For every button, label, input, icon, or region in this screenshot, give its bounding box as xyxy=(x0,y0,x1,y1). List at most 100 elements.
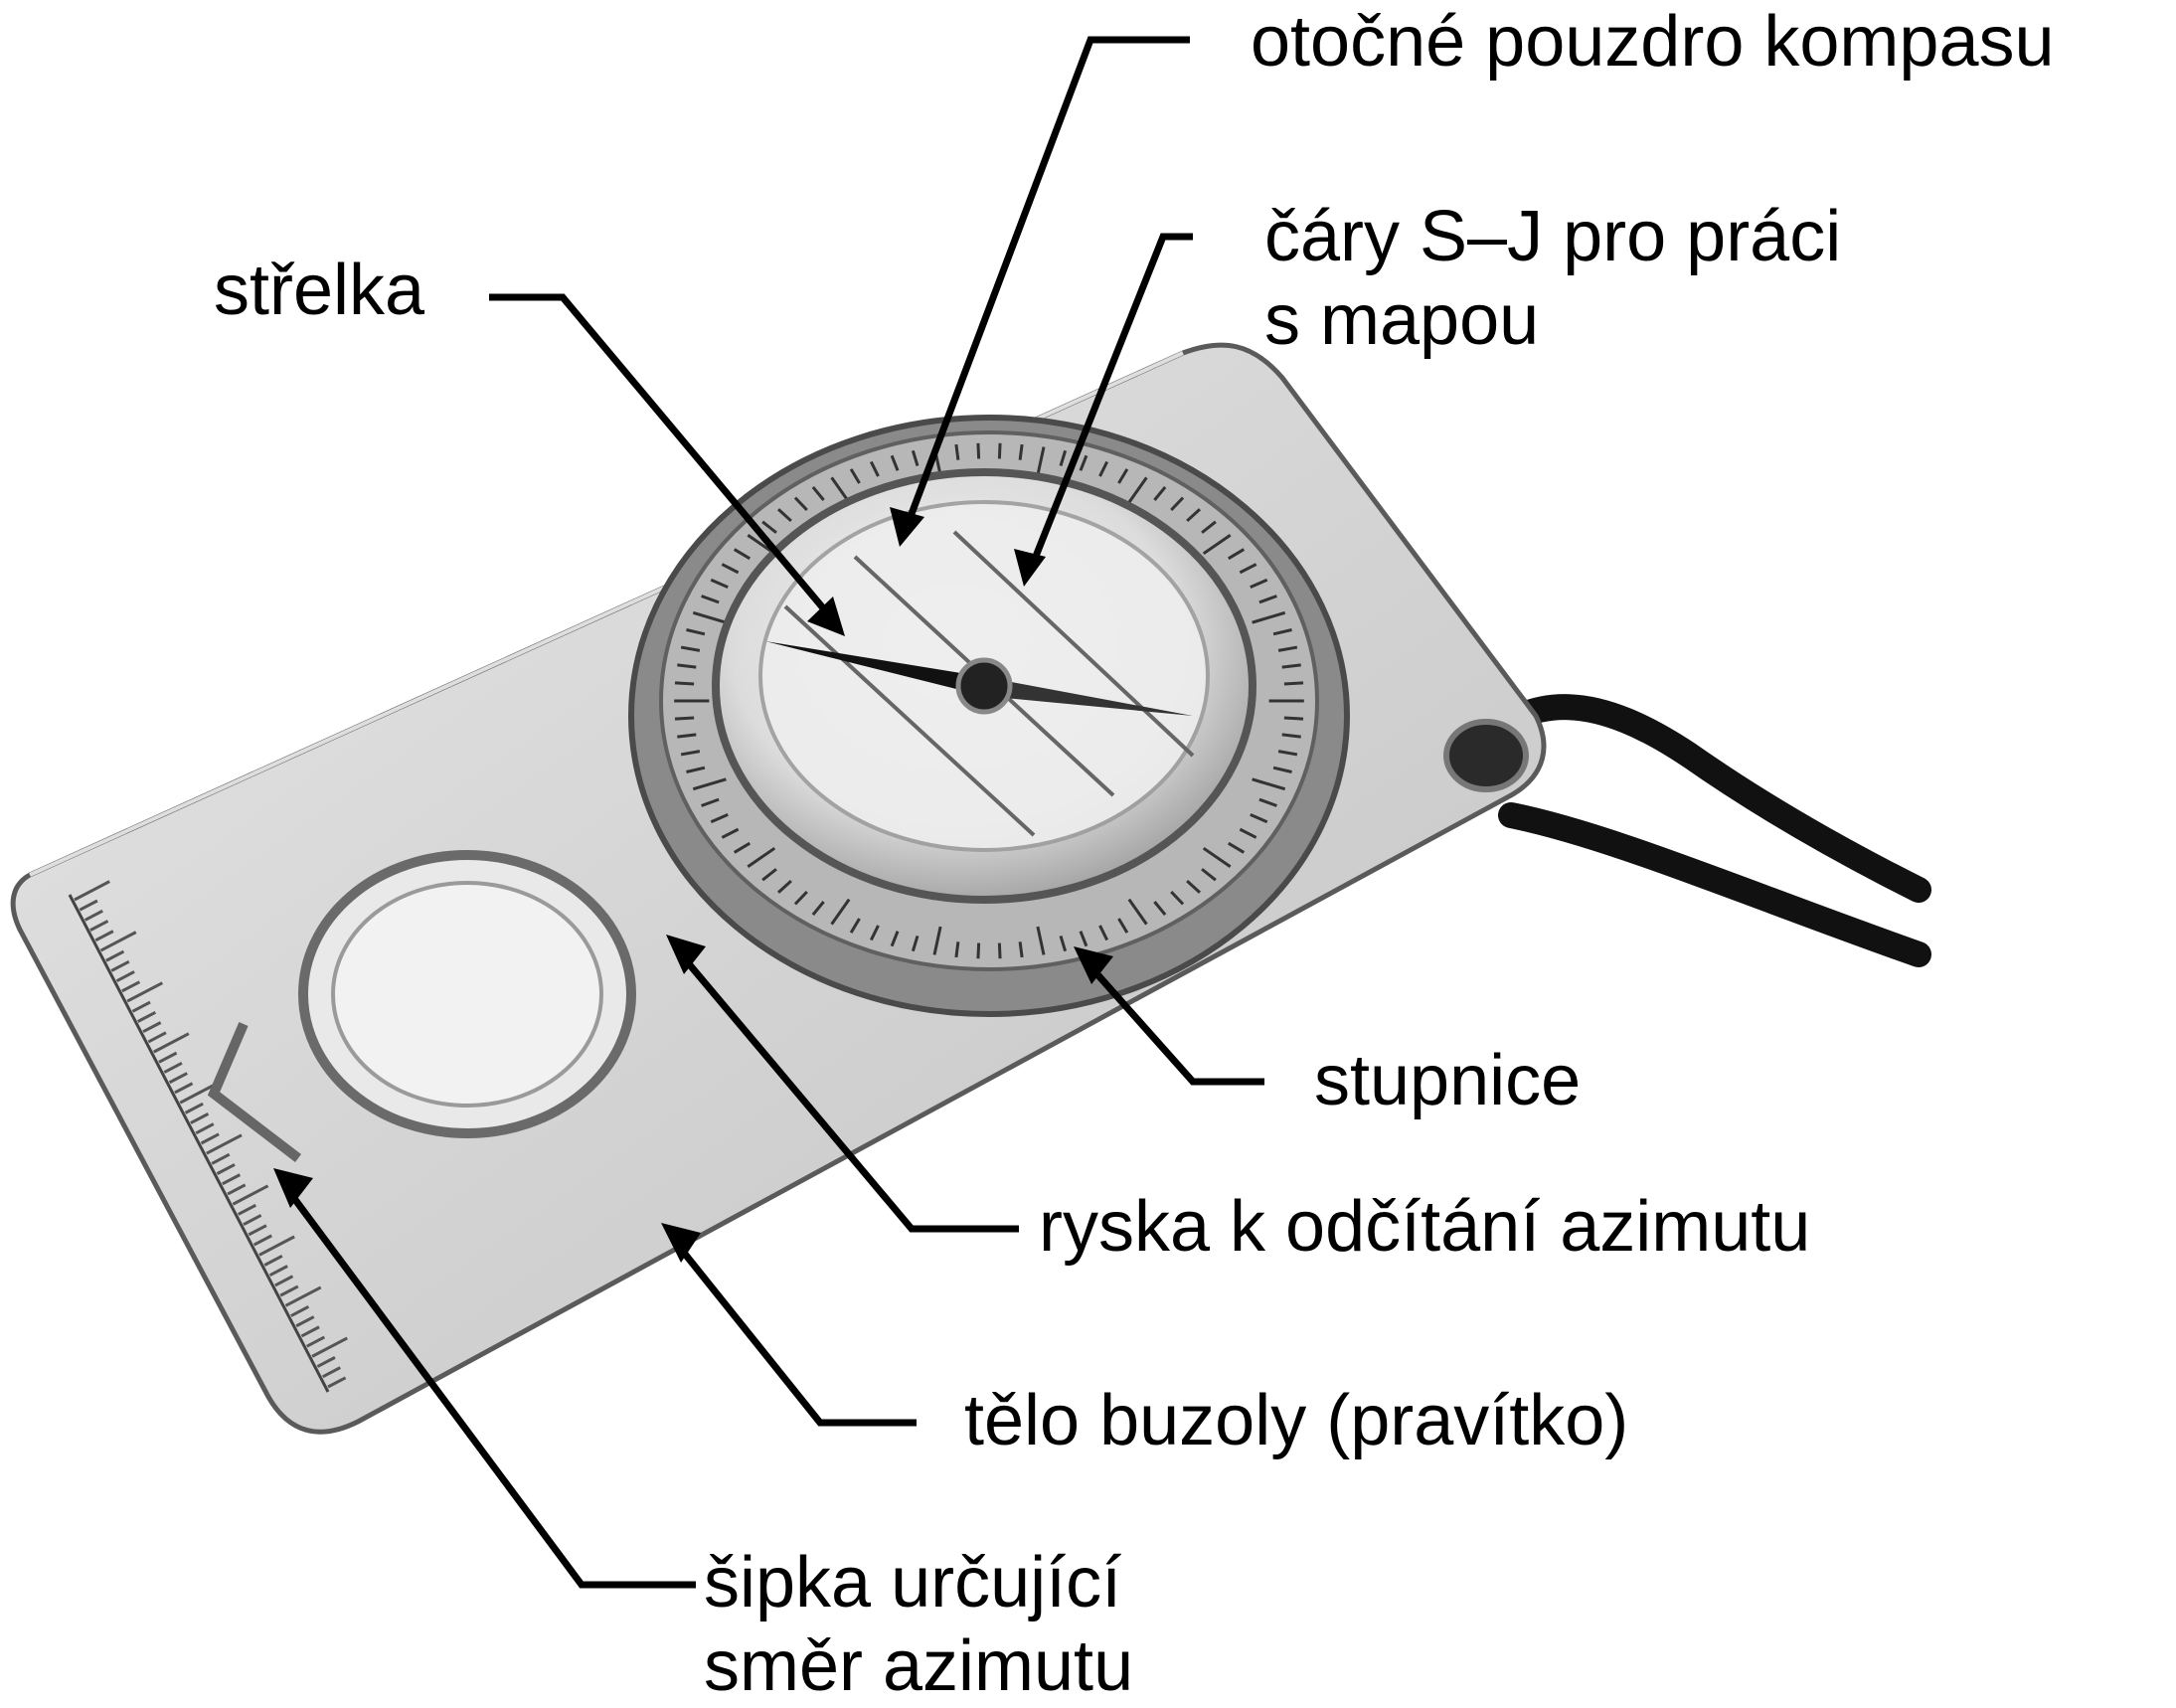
ruler-tick xyxy=(137,1010,157,1023)
ruler-tick xyxy=(216,1163,236,1175)
bezel-tick xyxy=(674,716,695,721)
bezel-tick xyxy=(997,942,1002,959)
ruler-tick xyxy=(74,880,110,902)
pointer-strelka xyxy=(489,293,833,619)
ruler-tick xyxy=(274,1275,294,1287)
ruler-tick xyxy=(227,1183,247,1196)
ruler-tick xyxy=(195,1122,215,1135)
bezel-tick xyxy=(1277,645,1298,652)
ruler-tick xyxy=(258,1235,295,1257)
ruler-tick xyxy=(237,1203,256,1216)
bezel-tick xyxy=(911,449,920,467)
pointer-cary xyxy=(1027,233,1193,571)
bezel-tick xyxy=(1227,841,1246,854)
bezel-tick xyxy=(1250,813,1268,824)
ruler-tick xyxy=(311,1336,348,1358)
ruler-tick xyxy=(290,1305,310,1317)
bezel-tick xyxy=(1018,941,1024,958)
ruler-tick xyxy=(152,1032,190,1054)
ruler-tick xyxy=(158,1051,178,1064)
bezel-tick xyxy=(1202,534,1232,556)
ruler-tick xyxy=(252,1234,272,1247)
ruler-tick xyxy=(94,930,114,942)
bezel-degree-ticks xyxy=(674,442,1304,959)
ruler-tick xyxy=(168,1072,188,1085)
bezel-tick xyxy=(932,926,942,955)
bezel-tick xyxy=(777,508,792,523)
bezel-tick xyxy=(1079,931,1088,947)
ruler-tick xyxy=(327,1376,347,1389)
bezel-tick xyxy=(793,496,808,512)
bezel-tick xyxy=(677,733,697,739)
bezel-tick xyxy=(677,663,697,669)
bezel-tick xyxy=(1277,750,1298,757)
ruler-tick xyxy=(306,1335,326,1348)
pointer-stupnice xyxy=(1086,961,1264,1086)
ruler-tick xyxy=(174,1082,194,1095)
ruler-tick xyxy=(184,1102,204,1114)
bezel-tick xyxy=(1281,663,1301,669)
pointer-lines xyxy=(284,36,1264,1589)
ruler-tick xyxy=(268,1265,288,1278)
bezel-tick xyxy=(1127,898,1148,926)
ruler-scale-left xyxy=(68,894,330,1393)
bezel-tick xyxy=(761,868,777,882)
bezel-tick xyxy=(811,901,825,916)
bezel-tick xyxy=(869,925,880,941)
label-telo: tělo buzoly (pravítko) xyxy=(964,1381,1629,1460)
label-ryska: ryska k odčítání azimutu xyxy=(1039,1187,1811,1267)
bezel-tick xyxy=(1281,733,1301,739)
bezel-tick xyxy=(747,534,776,556)
ruler-tick xyxy=(300,1325,320,1338)
bezel-tick xyxy=(761,520,777,534)
bezel-tick xyxy=(1239,827,1257,839)
bezel-tick xyxy=(733,841,752,854)
label-cary: čáry S–J pro práci s mapou xyxy=(1264,197,1842,360)
bezel-tick xyxy=(1127,476,1148,504)
bezel-tick xyxy=(1202,846,1232,868)
bezel-tick xyxy=(1201,868,1217,882)
ruler-tick xyxy=(248,1224,267,1237)
bezel-tick xyxy=(692,610,727,624)
bezel-tick xyxy=(1239,563,1257,575)
bezel-tick xyxy=(869,460,880,477)
bezel-tick xyxy=(830,898,851,926)
ruler-ticks xyxy=(74,880,348,1389)
bezel-tick xyxy=(1170,890,1185,906)
bezel-tick xyxy=(686,766,706,773)
bezel-tick xyxy=(710,578,729,589)
ruler-tick xyxy=(211,1152,231,1165)
ruler-tick xyxy=(206,1133,243,1155)
direction-of-travel-arrow xyxy=(207,1022,302,1162)
bezel-tick xyxy=(1186,508,1201,523)
bezel-tick xyxy=(686,628,706,636)
bezel-tick xyxy=(1258,797,1277,807)
ruler-tick xyxy=(163,1062,183,1074)
pointer-sipka xyxy=(284,1186,696,1589)
bezel-tick xyxy=(1117,468,1129,484)
bezel-tick xyxy=(721,827,740,839)
bezel-tick xyxy=(1227,548,1246,561)
bezel-tick xyxy=(1036,926,1046,955)
ruler-tick xyxy=(284,1285,322,1307)
bezel-tick xyxy=(710,813,729,824)
bezel-tick xyxy=(674,681,695,686)
ruler-tick xyxy=(89,920,109,932)
bezel-tick xyxy=(849,918,861,934)
bezel-tick xyxy=(1258,595,1277,604)
ruler-tick xyxy=(222,1173,242,1186)
bezel-tick xyxy=(1283,681,1304,686)
bezel-tick xyxy=(890,931,900,947)
ruler-tick xyxy=(263,1254,283,1267)
bezel-tick xyxy=(692,777,727,791)
ruler-tick xyxy=(232,1184,269,1206)
label-stupnice: stupnice xyxy=(1314,1041,1582,1120)
ruler-tick xyxy=(279,1284,299,1297)
bezel-tick xyxy=(1250,578,1268,589)
pointer-otocne-pouzdro xyxy=(903,36,1190,529)
ruler-tick xyxy=(115,970,135,982)
bezel-tick xyxy=(811,486,825,501)
bezel-tick xyxy=(997,442,1002,459)
